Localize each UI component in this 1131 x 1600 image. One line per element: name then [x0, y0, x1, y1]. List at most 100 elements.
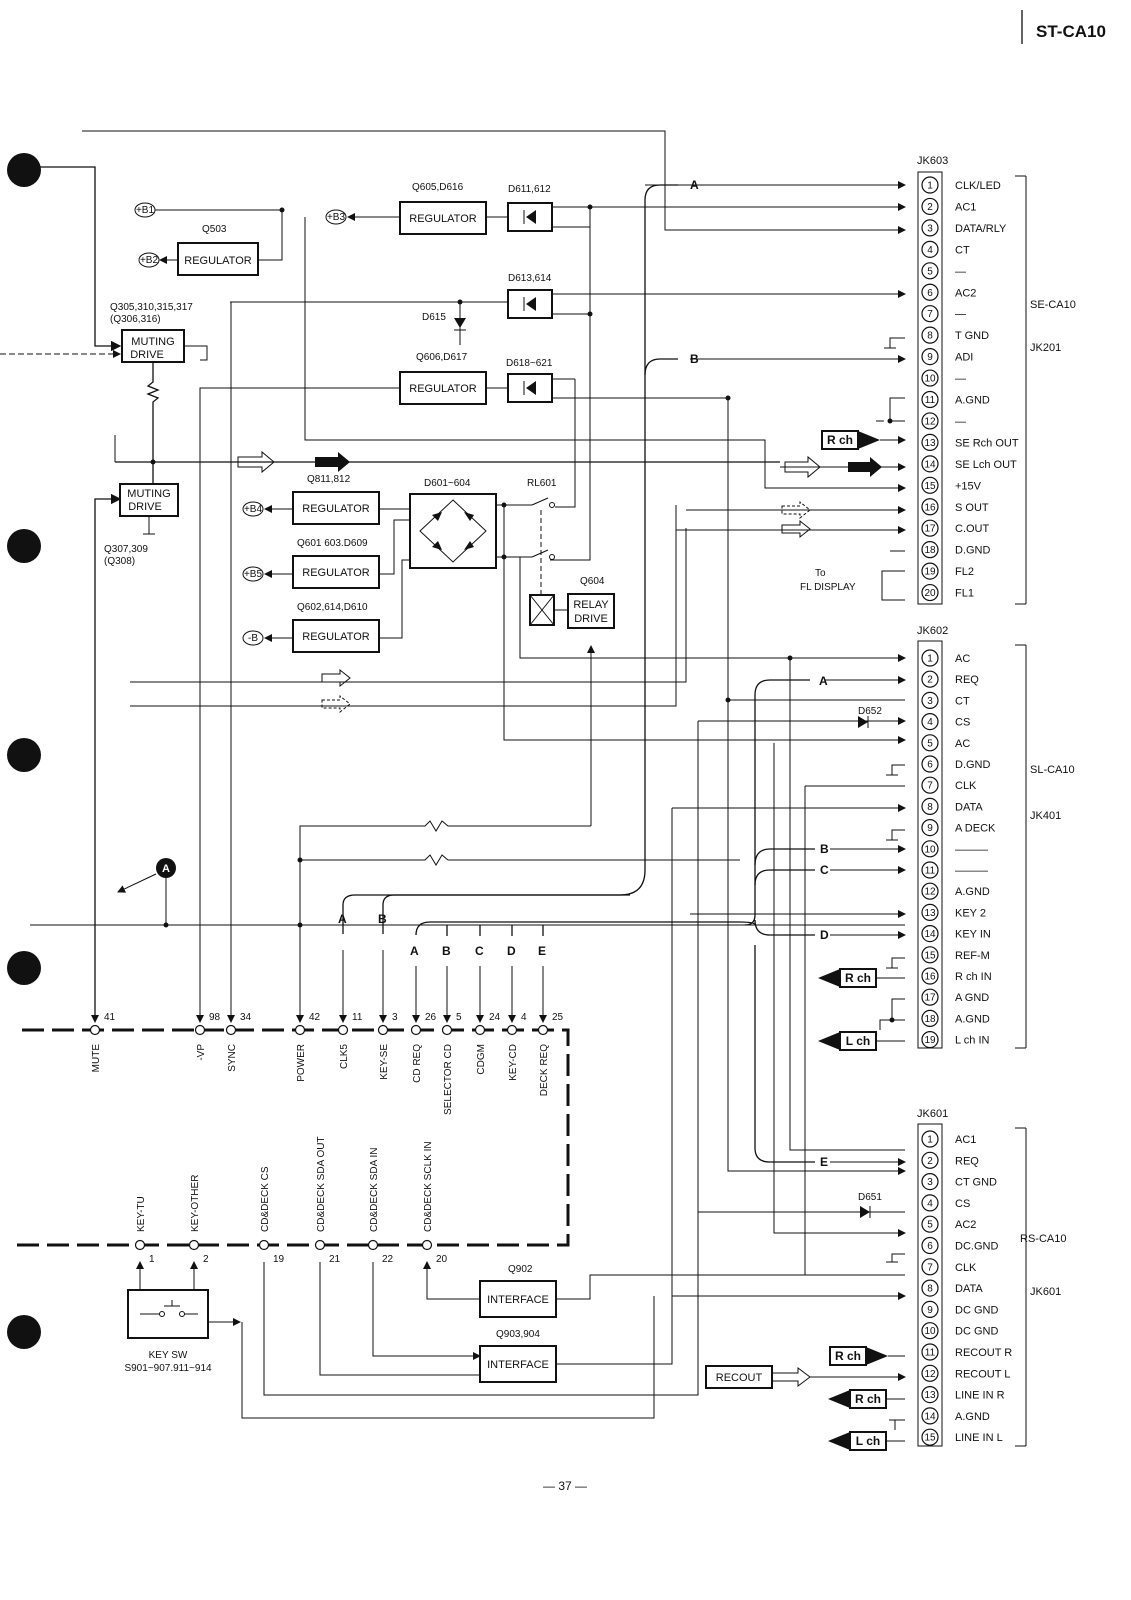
binding-hole [7, 1315, 41, 1349]
diode-ref: D601~604 [424, 478, 471, 489]
pin-circle [921, 1322, 939, 1340]
cpu-pin-dot [337, 1024, 349, 1036]
pin-number: 9 [927, 352, 933, 363]
signal-arrow-dashed [321, 694, 351, 714]
pin-label: LINE IN R [955, 1390, 1005, 1402]
pin-label: R ch IN [955, 971, 992, 983]
pin-number: 14 [924, 459, 936, 470]
pin-number: 16 [924, 502, 936, 513]
block-ref: (Q308) [104, 556, 135, 567]
pin-label: DATA [955, 801, 983, 813]
connector-pin: 10——— [921, 840, 988, 858]
pin-circle [921, 882, 939, 900]
diode-d652: D652 [858, 706, 882, 728]
pin-label: KEY IN [955, 929, 991, 941]
pin-number: 17 [924, 524, 936, 535]
rch-tag-jk601-out: R ch [829, 1346, 905, 1366]
pin-number: 1 [927, 654, 933, 665]
pin-circle [921, 1343, 939, 1361]
bridge-d601: D601~604 [409, 478, 532, 569]
pin-circle [921, 1407, 939, 1425]
supply-b1: +B1 [134, 202, 285, 230]
pin-circle [921, 176, 939, 194]
pin-number: 10 [924, 1326, 936, 1337]
pin-number: 15 [924, 481, 936, 492]
pin-number: 11 [925, 1348, 936, 1359]
pin-circle [921, 1385, 939, 1404]
bus-letter-b: B [820, 842, 829, 856]
pin-number: 6 [927, 760, 933, 771]
pin-label: DC.GND [955, 1241, 998, 1253]
pin-number: 11 [925, 866, 936, 877]
connector-side-label: SE-CA10 [1030, 299, 1076, 311]
regulator-q503: Q503 REGULATOR [177, 224, 283, 276]
connector-name: JK603 [917, 155, 948, 167]
pin-circle [921, 412, 939, 430]
supply-b2: +B2 [138, 252, 178, 268]
cpu-pin-name: SYNC [227, 1044, 238, 1072]
block-label: INTERFACE [487, 1294, 549, 1306]
rch-tag-jk603: R ch [821, 430, 906, 450]
pin-label: D.GND [955, 545, 991, 557]
cpu-pin-dot [367, 1239, 379, 1251]
pin-number: 17 [924, 993, 936, 1004]
pin-number: 14 [924, 1411, 936, 1422]
pin-label: CS [955, 717, 970, 729]
pin-circle [921, 262, 939, 280]
pin-label: — [955, 266, 966, 278]
pin-circle [921, 712, 939, 731]
pin-label: ——— [955, 844, 988, 856]
connector-pin: 10— [921, 369, 966, 387]
rch-tag-jk601-in: R ch [828, 1389, 905, 1409]
cpu-pin-name: KEY-OTHER [190, 1175, 201, 1232]
pin-circle [921, 1236, 939, 1255]
binding-hole [7, 738, 41, 772]
pin-number: 8 [927, 1284, 933, 1295]
block-ref: Q601 603.D609 [297, 538, 368, 549]
pin-circle [921, 455, 939, 473]
cpu-pin-dot [314, 1239, 326, 1251]
cpu-pin-number: 24 [489, 1012, 501, 1023]
pin-label: AC2 [955, 287, 976, 299]
cpu-pin-dot [194, 1024, 206, 1036]
supply-label: +B3 [327, 212, 346, 223]
pin-circle [921, 1300, 939, 1319]
cpu-pin-dot [474, 1024, 486, 1036]
pin-label: SE Rch OUT [955, 437, 1019, 449]
diode-ref: D618~621 [506, 358, 553, 369]
pin-number: 1 [927, 1135, 933, 1146]
block-label: REGULATOR [302, 567, 369, 579]
pin-number: 12 [924, 416, 936, 427]
pin-label: S OUT [955, 502, 989, 514]
fl-label: FL DISPLAY [800, 582, 856, 593]
cpu-pin-number: 20 [436, 1254, 448, 1265]
to-fl-display: To FL DISPLAY [800, 568, 905, 601]
pin-label: AC1 [955, 201, 976, 213]
connector-pin: 15+15V [921, 476, 982, 494]
signal-arrow-double [321, 668, 351, 688]
cpu-pin-number: 5 [456, 1012, 462, 1023]
pin-circle [921, 1215, 939, 1233]
block-ref: Q602,614,D610 [297, 602, 368, 613]
pin-label: CLK/LED [955, 180, 1001, 192]
pin-circle [921, 861, 939, 879]
pin-label: REQ [955, 1155, 979, 1167]
cpu-pin-name: SELECTOR CD [443, 1044, 454, 1115]
